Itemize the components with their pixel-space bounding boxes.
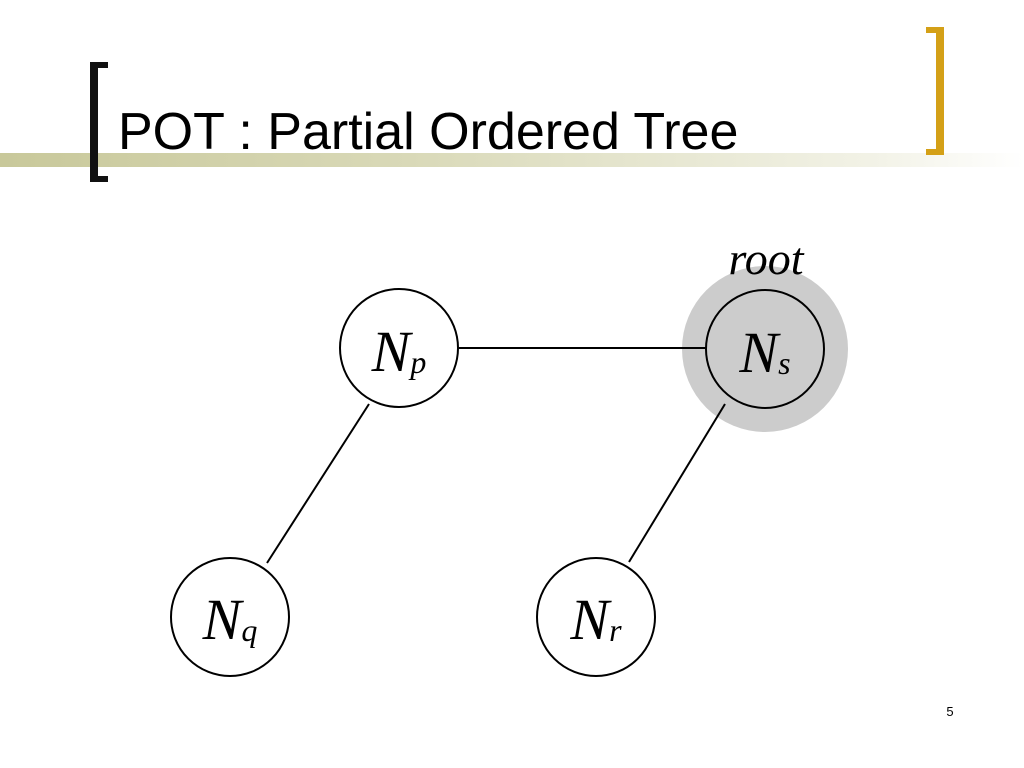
node-main-label-r: N — [569, 587, 612, 652]
tree-node-r: Nr — [536, 557, 656, 677]
node-sub-label-p: p — [408, 344, 426, 380]
tree-node-q: Nq — [170, 557, 290, 677]
node-circle-p — [339, 288, 459, 408]
svg-text:Nr: Nr — [569, 587, 622, 652]
right-bracket-decoration — [926, 27, 944, 155]
node-main-label-s: N — [738, 320, 781, 385]
node-sub-label-r: r — [609, 612, 622, 648]
node-sub-label-s: s — [778, 345, 790, 381]
node-sub-label-q: q — [241, 612, 257, 648]
page-number: 5 — [946, 704, 954, 719]
edge-s-r — [628, 403, 726, 563]
tree-node-p: Np — [339, 288, 459, 408]
svg-text:Ns: Ns — [738, 320, 790, 385]
node-circle-s — [705, 289, 825, 409]
node-circle-r — [536, 557, 656, 677]
node-main-label-p: N — [371, 319, 414, 384]
tree-node-s: Ns — [705, 289, 825, 409]
svg-text:Np: Np — [371, 319, 427, 384]
slide-title: POT : Partial Ordered Tree — [118, 103, 739, 161]
edge-p-q — [266, 403, 370, 564]
left-bracket-decoration — [90, 62, 108, 182]
svg-text:Nq: Nq — [202, 587, 258, 652]
title-underline-band — [0, 153, 1024, 167]
root-label: root — [729, 233, 805, 284]
node-main-label-q: N — [202, 587, 245, 652]
node-circle-q — [170, 557, 290, 677]
